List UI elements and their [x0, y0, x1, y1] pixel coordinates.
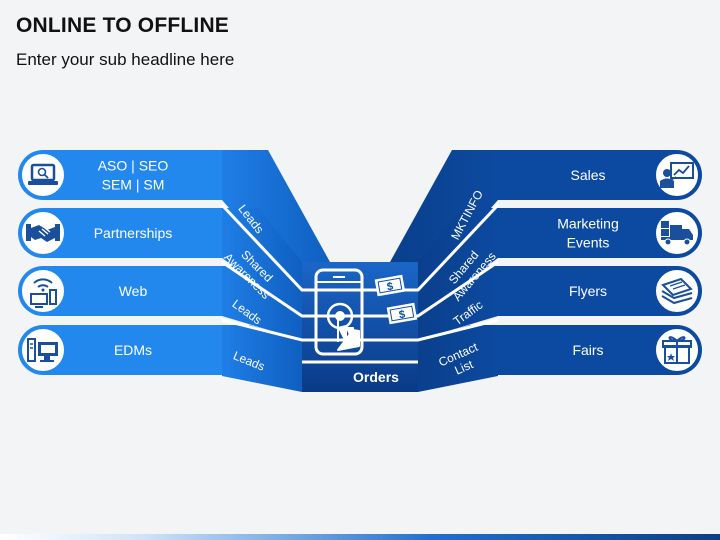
left-folds: [222, 150, 330, 392]
left-band-label: Partnerships: [94, 225, 173, 241]
computer-wifi-icon: [30, 278, 57, 308]
left-band-label: EDMs: [114, 342, 152, 358]
right-fold-3: [418, 266, 498, 340]
left-band-2: Partnerships: [18, 208, 222, 258]
left-band-shape: [18, 208, 222, 258]
desktop-icon: [27, 338, 58, 362]
laptop-icon: [28, 163, 58, 185]
left-band-shape: [18, 266, 222, 316]
left-fold-3: [222, 266, 302, 340]
left-band-label: SEM | SM: [102, 177, 165, 193]
left-band-1: ASO | SEO SEM | SM: [18, 150, 222, 200]
right-fold-4: [418, 325, 498, 392]
right-band-shape: [498, 150, 702, 200]
left-fold-4: [222, 325, 302, 392]
right-fold-1: [390, 150, 498, 290]
right-folds: [390, 150, 498, 392]
left-fold-1: [222, 150, 330, 290]
dollar-bill-icon: $ $: [374, 274, 418, 325]
right-band-4: Fairs: [498, 325, 702, 375]
svg-text:$: $: [386, 281, 394, 294]
left-band-label: ASO | SEO: [98, 158, 169, 174]
left-band-4: EDMs: [18, 325, 222, 375]
delivery-truck-icon: [661, 221, 693, 246]
page-title: ONLINE TO OFFLINE: [16, 14, 230, 37]
right-band-shape: [498, 208, 702, 258]
handshake-icon: [26, 224, 60, 242]
right-band-shape: [498, 325, 702, 375]
bottom-accent-bar: [0, 534, 720, 540]
flyers-icon: [661, 277, 693, 305]
icon-circle: [655, 269, 699, 313]
right-band-label: Flyers: [569, 283, 607, 299]
page-subtitle: Enter your sub headline here: [16, 50, 235, 69]
right-band-label: Fairs: [572, 342, 603, 358]
smartphone-touch-icon: [314, 268, 364, 356]
svg-text:$: $: [398, 309, 406, 322]
right-band-1: Sales: [498, 150, 702, 200]
right-fold-2: [418, 208, 498, 316]
left-band-shape: [18, 325, 222, 375]
right-band-3: Flyers: [498, 266, 702, 316]
right-band-label: Sales: [570, 167, 605, 183]
left-band-3: Web: [18, 266, 222, 316]
left-fold-2: [222, 208, 302, 316]
right-band-label: Events: [567, 235, 610, 251]
left-band-label: Web: [119, 283, 148, 299]
center-label: Orders: [353, 369, 399, 385]
right-band-shape: [498, 266, 702, 316]
gift-box-icon: [662, 336, 692, 364]
left-band-shape: [18, 150, 222, 200]
presentation-icon: [660, 162, 694, 188]
right-band-label: Marketing: [557, 216, 618, 232]
